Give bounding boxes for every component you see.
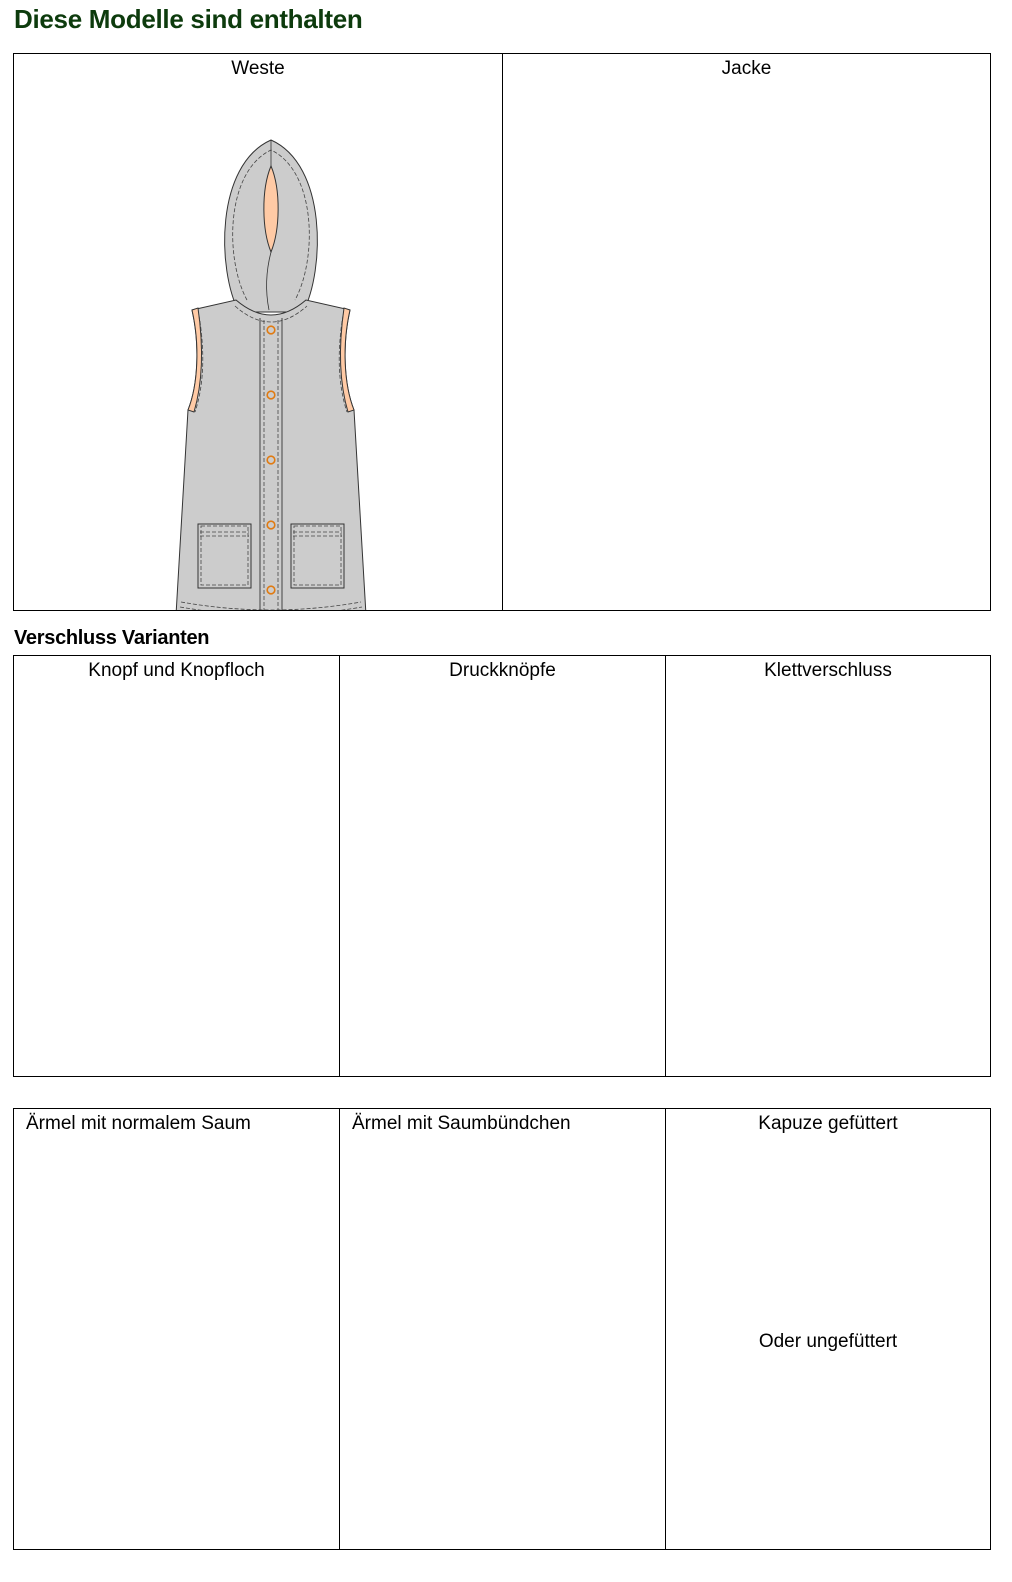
detail-cell-cuff: Ärmel mit Saumbündchen [339,1108,666,1550]
model-cell-weste: Weste [13,53,503,611]
detail-label: Ärmel mit normalem Saum [26,1113,251,1134]
button-closure-illustration [14,656,339,1076]
garment-drawing [666,1354,990,1549]
garment-drawing [14,656,339,1076]
detail-cell-normal-hem: Ärmel mit normalem Saum [13,1108,340,1550]
model-label: Weste [231,58,285,79]
model-label: Jacke [721,58,772,79]
detail-cell-hood: Kapuze gefüttert Oder ungefüttert [665,1108,991,1550]
page-title: Diese Modelle sind enthalten [14,4,363,34]
normal-hem-sleeve-illustration [14,1109,339,1549]
closure-label: Knopf und Knopfloch [88,660,265,681]
cuff-sleeve-illustration [340,1109,665,1549]
lined-hood-illustration [666,1109,990,1325]
detail-label: Ärmel mit Saumbündchen [352,1113,571,1134]
model-cell-jacke: Jacke [502,53,991,611]
garment-drawing [14,54,502,610]
closure-cell-snaps: Druckknöpfe [339,655,666,1077]
garment-drawing [666,656,990,1076]
garment-drawing [503,54,990,610]
velcro-closure-illustration [666,656,990,1076]
vest-illustration [14,54,502,610]
closure-label: Klettverschluss [764,660,892,681]
snap-closure-illustration [340,656,665,1076]
garment-drawing [340,656,665,1076]
jacket-illustration [503,54,990,610]
garment-drawing [340,1109,665,1549]
unlined-hood-illustration [666,1354,990,1549]
garment-drawing [14,1109,339,1549]
closure-cell-button: Knopf und Knopfloch [13,655,340,1077]
closure-label: Druckknöpfe [449,660,556,681]
section-title: Verschluss Varianten [14,627,210,649]
detail-label: Oder ungefüttert [758,1331,898,1352]
garment-drawing [666,1109,990,1325]
detail-label: Kapuze gefüttert [758,1113,898,1134]
closure-cell-velcro: Klettverschluss [665,655,991,1077]
